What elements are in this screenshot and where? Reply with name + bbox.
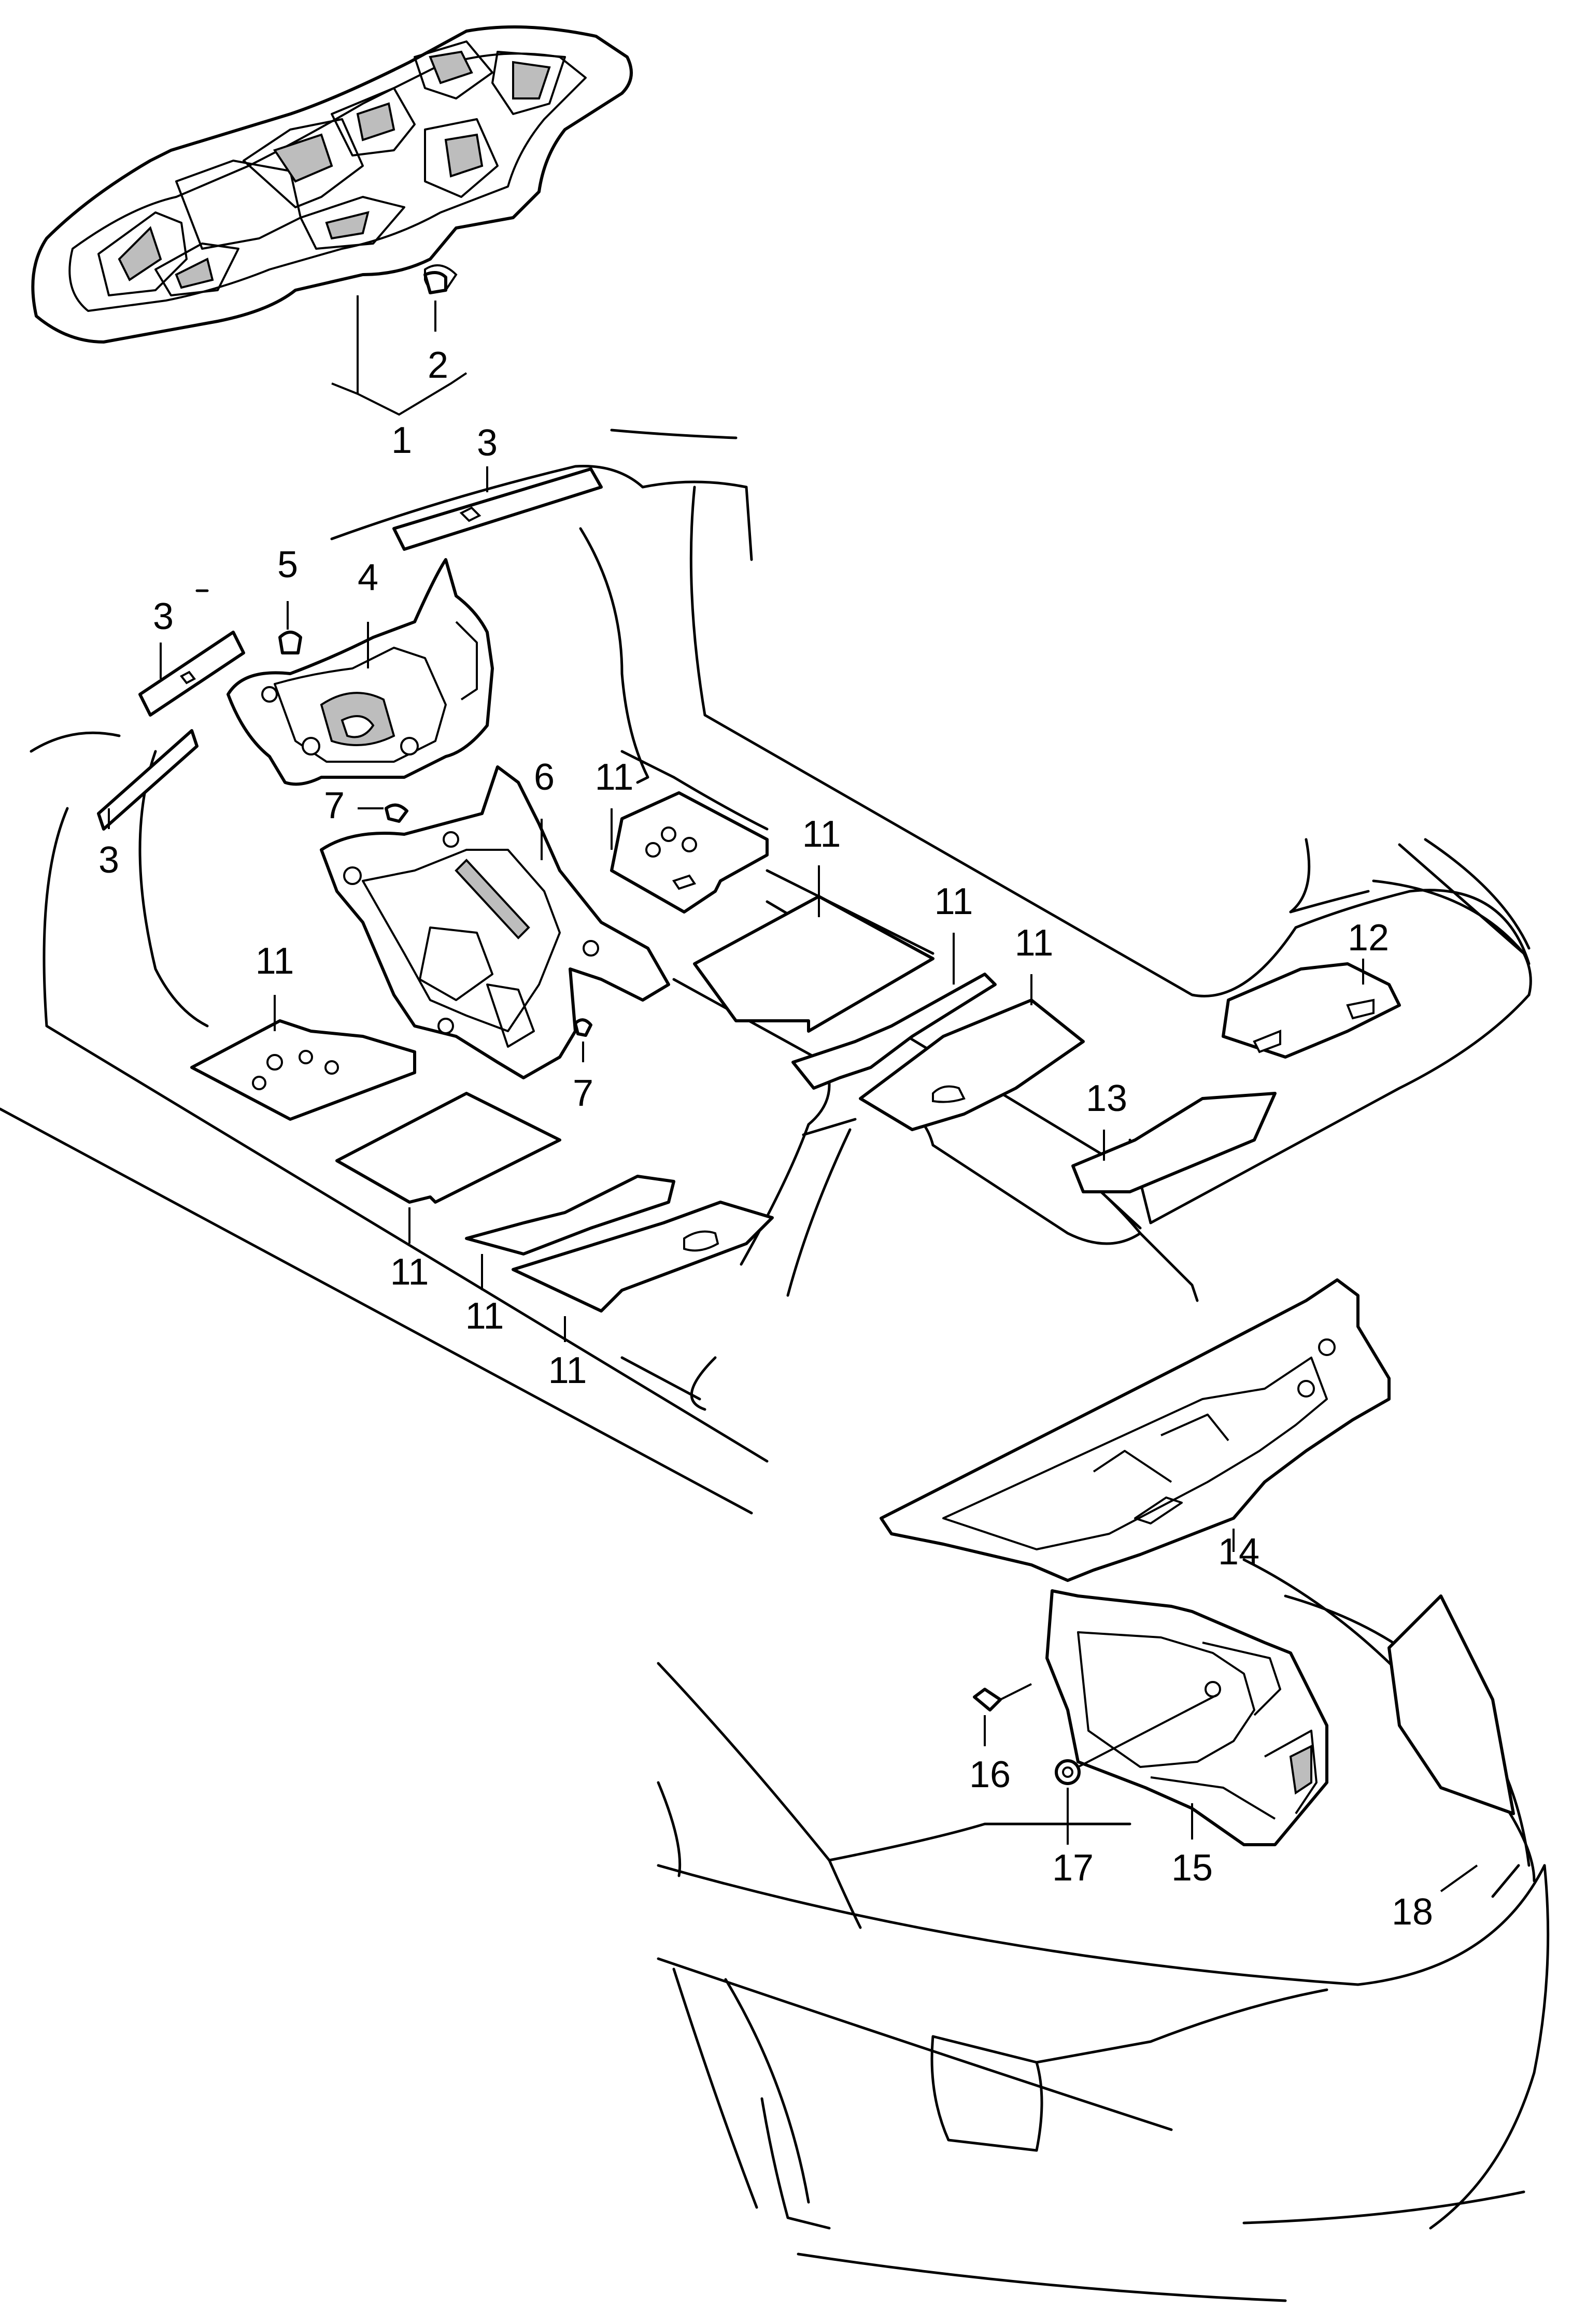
callout-18: 18 (1392, 1891, 1433, 1933)
trunk-floor-panel (1387, 1594, 1515, 1815)
leader-lines (108, 295, 1478, 1892)
callout-11-mid-right: 11 (802, 814, 841, 855)
callout-16: 16 (969, 1754, 1011, 1795)
rear-floor-insulation (1071, 962, 1401, 1193)
callout-12: 12 (1348, 917, 1389, 959)
callout-2: 2 (428, 345, 448, 386)
callout-14: 14 (1218, 1531, 1259, 1573)
callout-13: 13 (1086, 1078, 1127, 1119)
callout-11-tunnel-left: 11 (465, 1295, 504, 1337)
callout-17: 17 (1052, 1847, 1094, 1889)
fastener-clips (278, 271, 592, 1037)
callout-15: 15 (1171, 1847, 1213, 1889)
floor-insulation-mats (190, 791, 1085, 1313)
callout-7-upper: 7 (324, 785, 345, 826)
callout-6: 6 (534, 757, 555, 798)
heat-shield-upper (226, 558, 494, 786)
trunk-side-liner (1045, 1589, 1328, 1846)
callout-11-rear-left: 11 (548, 1350, 587, 1391)
callout-7-lower: 7 (573, 1073, 593, 1114)
callout-labels: 1 2 3 3 3 4 5 6 7 7 11 11 11 11 11 11 11… (98, 345, 1433, 1933)
callout-11-tunnel-right: 11 (934, 881, 973, 922)
callout-3-sill-lower: 3 (98, 839, 119, 881)
callout-11-front-right: 11 (595, 757, 634, 798)
callout-11-rear-right: 11 (1015, 922, 1054, 964)
callout-3-sill-front: 3 (477, 422, 498, 464)
underbody-panel (31, 25, 633, 344)
heat-shield-lower (320, 765, 670, 1079)
callout-3-sill-mid: 3 (153, 596, 174, 637)
callout-5: 5 (277, 544, 298, 586)
callout-11-front-left: 11 (256, 940, 294, 982)
screw-and-nut (973, 1683, 1219, 1785)
callout-4: 4 (358, 557, 378, 598)
rear-shelf-insulation (880, 1278, 1391, 1582)
sill-insulation-strips (97, 467, 603, 831)
callout-11-mid-left: 11 (390, 1251, 429, 1293)
callout-1: 1 (391, 420, 412, 461)
